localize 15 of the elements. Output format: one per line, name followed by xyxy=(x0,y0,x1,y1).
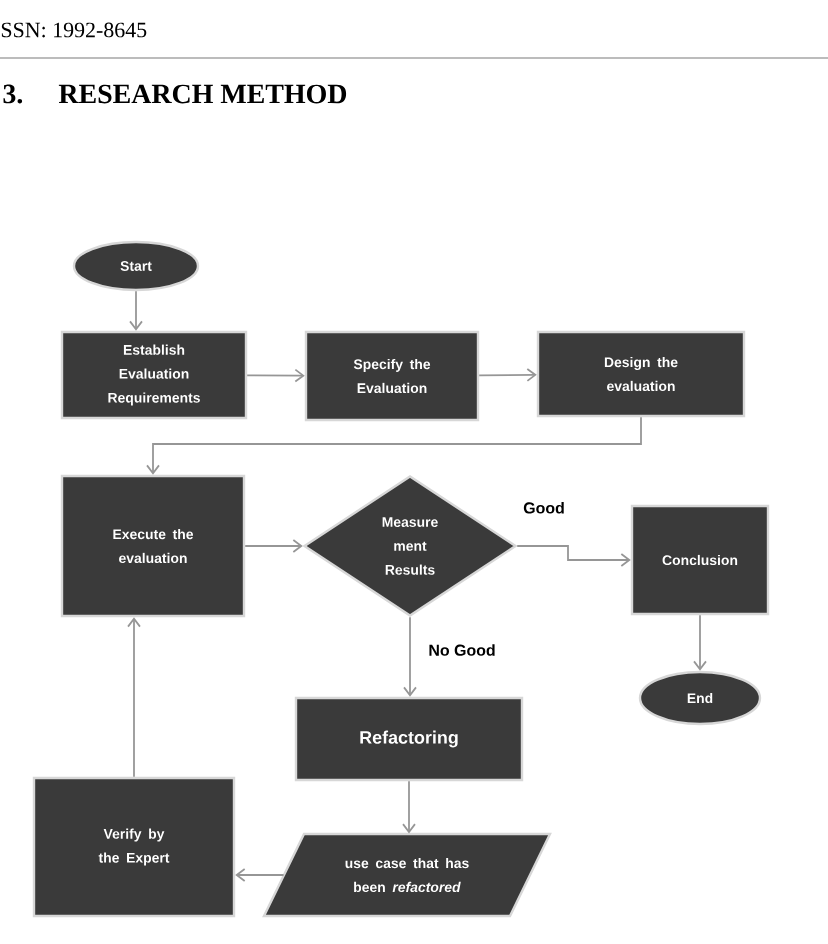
arrow xyxy=(127,617,141,778)
arrow xyxy=(478,368,537,382)
arrow xyxy=(235,868,285,882)
journal-number: SSN: 1992-8645 xyxy=(1,22,147,38)
process-box: Refactoring xyxy=(294,696,524,782)
section-number: 3. xyxy=(3,84,23,104)
arrow xyxy=(516,545,631,567)
arrow xyxy=(402,780,416,834)
arrow xyxy=(244,539,303,553)
arrow xyxy=(146,416,642,475)
arrow xyxy=(129,290,143,331)
arrow xyxy=(403,616,417,697)
section-heading: RESEARCH METHOD xyxy=(58,84,347,104)
arrow xyxy=(693,614,707,671)
arrow xyxy=(246,368,305,383)
